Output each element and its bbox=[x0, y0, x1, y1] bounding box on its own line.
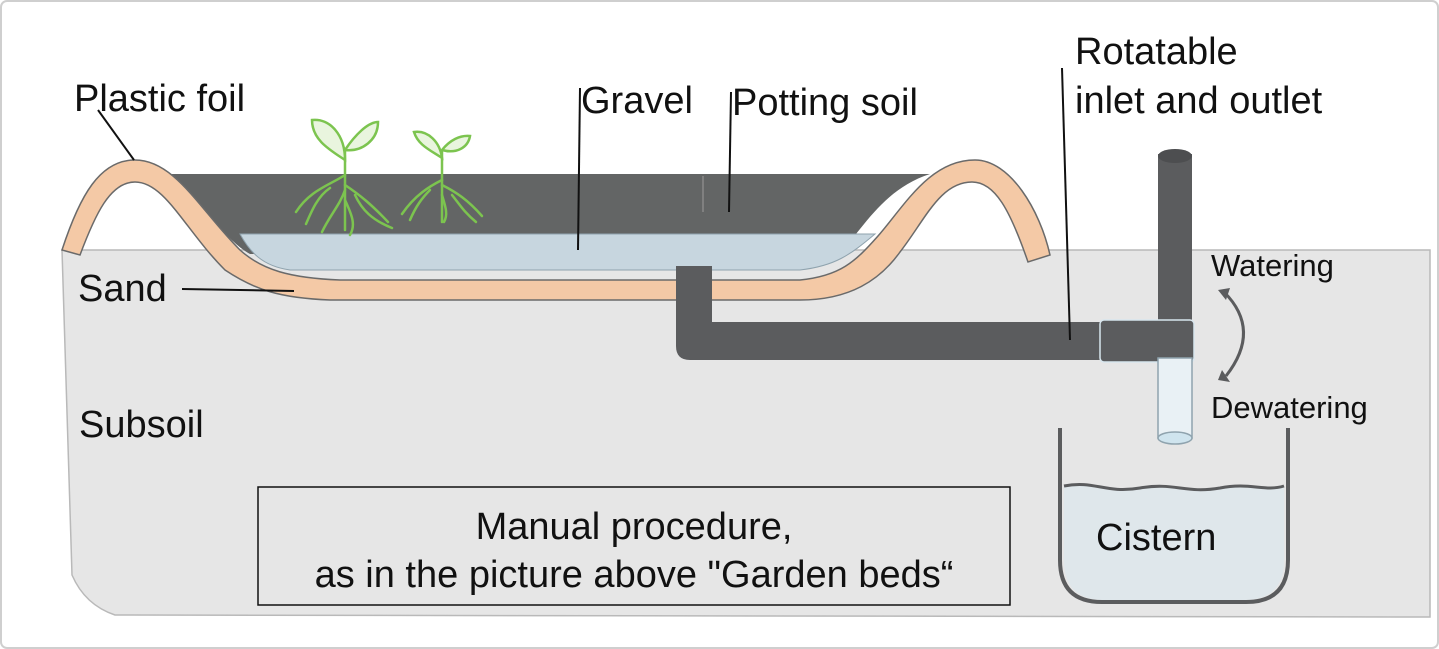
label-potting-soil: Potting soil bbox=[732, 82, 918, 124]
leader-sand bbox=[181, 288, 295, 292]
cistern-water bbox=[1064, 484, 1284, 600]
label-dewatering: Dewatering bbox=[1211, 390, 1368, 425]
note-box bbox=[257, 486, 1011, 606]
label-watering: Watering bbox=[1211, 248, 1334, 283]
note-line-2: as in the picture above "Garden beds“ bbox=[314, 553, 954, 596]
arrowhead-down-icon bbox=[1218, 370, 1230, 382]
arrowhead-up-icon bbox=[1218, 288, 1230, 300]
cistern-vessel bbox=[1058, 428, 1290, 604]
leader-potting-soil bbox=[728, 91, 732, 213]
gravel-layer bbox=[239, 233, 877, 271]
outlet-pipe-lower bbox=[1157, 357, 1193, 439]
leader-rotatable bbox=[1061, 67, 1071, 341]
rotatable-joint bbox=[1099, 319, 1195, 363]
note-text: Manual procedure, as in the picture abov… bbox=[258, 504, 1010, 599]
label-subsoil: Subsoil bbox=[79, 404, 204, 446]
note-line-1: Manual procedure, bbox=[475, 506, 793, 548]
drain-pipe bbox=[676, 266, 1102, 360]
label-sand: Sand bbox=[78, 268, 167, 310]
plant-icon bbox=[400, 130, 484, 224]
label-cistern: Cistern bbox=[1096, 517, 1217, 559]
plant-icon bbox=[294, 118, 394, 237]
leader-plastic-foil bbox=[97, 109, 135, 161]
leader-gravel bbox=[577, 87, 581, 251]
rotation-arrow-icon bbox=[1222, 290, 1245, 377]
sand-layer bbox=[61, 159, 1051, 301]
label-rotatable-line2: inlet and outlet bbox=[1075, 80, 1323, 122]
riser-pipe-top bbox=[1158, 149, 1192, 163]
label-rotatable-line1: Rotatable bbox=[1075, 31, 1238, 73]
cistern-wave bbox=[1063, 482, 1285, 492]
label-plastic-foil: Plastic foil bbox=[74, 78, 246, 120]
label-gravel: Gravel bbox=[581, 80, 693, 122]
outlet-pipe-mouth bbox=[1157, 431, 1193, 445]
riser-pipe-upper bbox=[1158, 154, 1192, 332]
